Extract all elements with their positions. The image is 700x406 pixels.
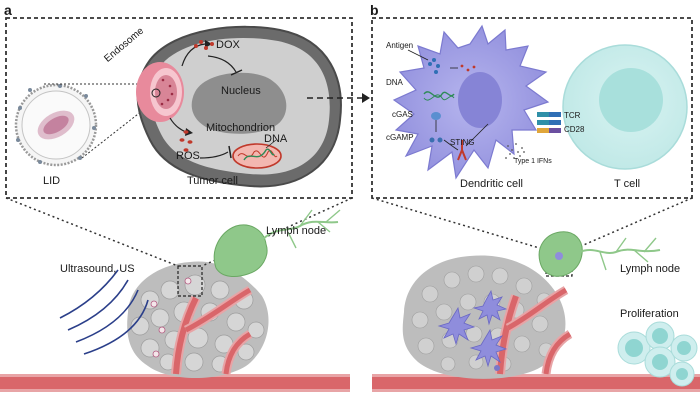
- panel-a-zoom-box: [5, 17, 353, 199]
- type1-ifn-molecules: [505, 143, 525, 159]
- proliferating-t-cells: [617, 321, 698, 387]
- liposomes-in-tumor: [150, 277, 192, 358]
- dox-molecules: [194, 40, 214, 50]
- sting-label: STING: [450, 138, 475, 147]
- panel-b-letter: b: [370, 2, 379, 18]
- dox-label: DOX: [216, 39, 240, 51]
- cgamp-molecule: [429, 137, 443, 143]
- mitochondrion-label: Mitochondrion: [206, 122, 276, 134]
- cgamp-label: cGAMP: [386, 133, 414, 142]
- cd28-label: CD28: [564, 125, 585, 134]
- sting-protein: [457, 140, 467, 161]
- antigen-label: Antigen: [386, 41, 414, 50]
- antigen-molecules: [428, 58, 440, 74]
- cgas-label: cGAS: [392, 110, 413, 119]
- cgas-enzyme: [431, 112, 441, 120]
- panel-b-zoom-box: [371, 17, 693, 199]
- ros-molecules: [179, 130, 193, 152]
- liposome-label: LID: [43, 175, 61, 187]
- mitochondrion: [232, 143, 282, 169]
- tcr-receptor: [537, 112, 561, 125]
- type1-ifn-label: Type 1 IFNs: [514, 158, 552, 165]
- ultrasound-waves: [59, 269, 149, 355]
- tissue-a: [0, 197, 353, 392]
- dendritic-cells-in-tumor: [437, 289, 508, 368]
- tcr-label: TCR: [564, 111, 581, 120]
- ros-label: ROS: [176, 150, 200, 162]
- panel-b: [371, 17, 693, 199]
- t-cell-label: T cell: [614, 178, 641, 190]
- zoom-source-box-a: [177, 265, 203, 297]
- lymph-node-a: [213, 224, 268, 277]
- tumor-cell-label: Tumor cell: [187, 175, 238, 187]
- liposome-lid: [14, 83, 98, 167]
- proliferation-label: Proliferation: [620, 308, 679, 320]
- ultrasound-label: Ultrasound, US: [60, 263, 135, 275]
- dna-label-b: DNA: [386, 78, 403, 87]
- lymph-node-label-b: Lymph node: [620, 263, 681, 275]
- dna-helix: [423, 91, 455, 98]
- tissue-b: [371, 197, 700, 392]
- dc-nucleus: [458, 72, 502, 128]
- cd28-receptor: [537, 128, 561, 133]
- lymph-node-label-a: Lymph node: [266, 225, 327, 237]
- dendritic-cell-label: Dendritic cell: [460, 178, 523, 190]
- endosome: [136, 62, 184, 122]
- panel-a: [5, 17, 353, 199]
- t-cell-nucleus: [599, 68, 663, 132]
- dna-label: DNA: [264, 133, 288, 145]
- nucleus-label: Nucleus: [221, 85, 261, 97]
- panel-a-letter: a: [4, 2, 12, 18]
- nucleus: [191, 72, 287, 134]
